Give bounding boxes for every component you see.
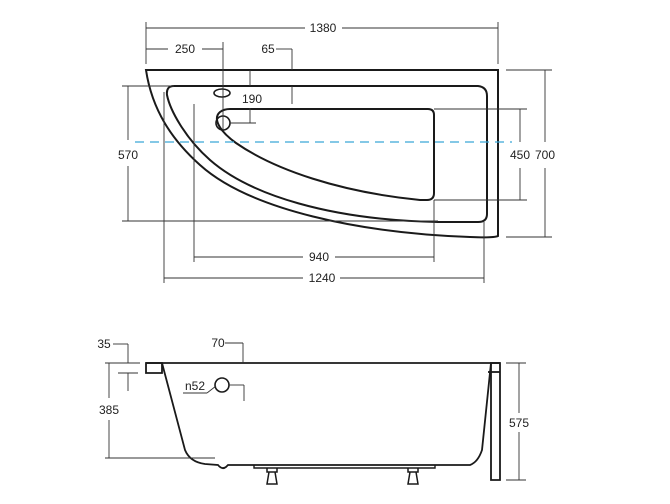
side-view — [145, 362, 501, 485]
side-tub-body — [146, 362, 500, 470]
dim-drain-offset: 190 — [242, 92, 262, 106]
dim-tub-depth: 385 — [99, 403, 119, 417]
side-front-panel — [490, 362, 501, 481]
side-overflow-hole — [214, 377, 230, 393]
top-dimension-lines — [122, 22, 552, 283]
dim-overall-length: 1380 — [310, 21, 337, 35]
support-feet — [266, 468, 419, 485]
dim-total-height: 575 — [509, 416, 529, 430]
dim-overflow-label: n52 — [185, 379, 205, 393]
dim-overflow-offset: 250 — [175, 42, 195, 56]
dim-rim-width: 65 — [261, 42, 275, 56]
dim-basin-top-length: 1240 — [309, 271, 336, 285]
dim-side-rim-width: 70 — [211, 336, 225, 350]
side-base-plate — [253, 465, 436, 469]
side-dimension-labels: 35 70 n52 385 575 — [97, 336, 529, 430]
dim-overall-width: 700 — [535, 148, 555, 162]
foot-right — [407, 468, 419, 485]
dim-basin-bottom-width: 450 — [510, 148, 530, 162]
dim-rim-thickness: 35 — [97, 337, 111, 351]
overflow-hole — [213, 88, 231, 98]
tub-inner-edge — [165, 85, 488, 223]
top-view — [144, 69, 499, 239]
side-rim-left — [145, 362, 163, 374]
tub-basin-bottom — [216, 108, 435, 201]
side-dimension-lines — [105, 342, 526, 481]
foot-left — [266, 468, 278, 485]
dim-basin-bottom-length: 940 — [309, 250, 329, 264]
dim-left-depth: 570 — [118, 148, 138, 162]
tub-outer-rim — [144, 69, 499, 239]
top-dimension-labels: 1380 250 65 190 570 450 700 940 1240 — [118, 21, 555, 285]
